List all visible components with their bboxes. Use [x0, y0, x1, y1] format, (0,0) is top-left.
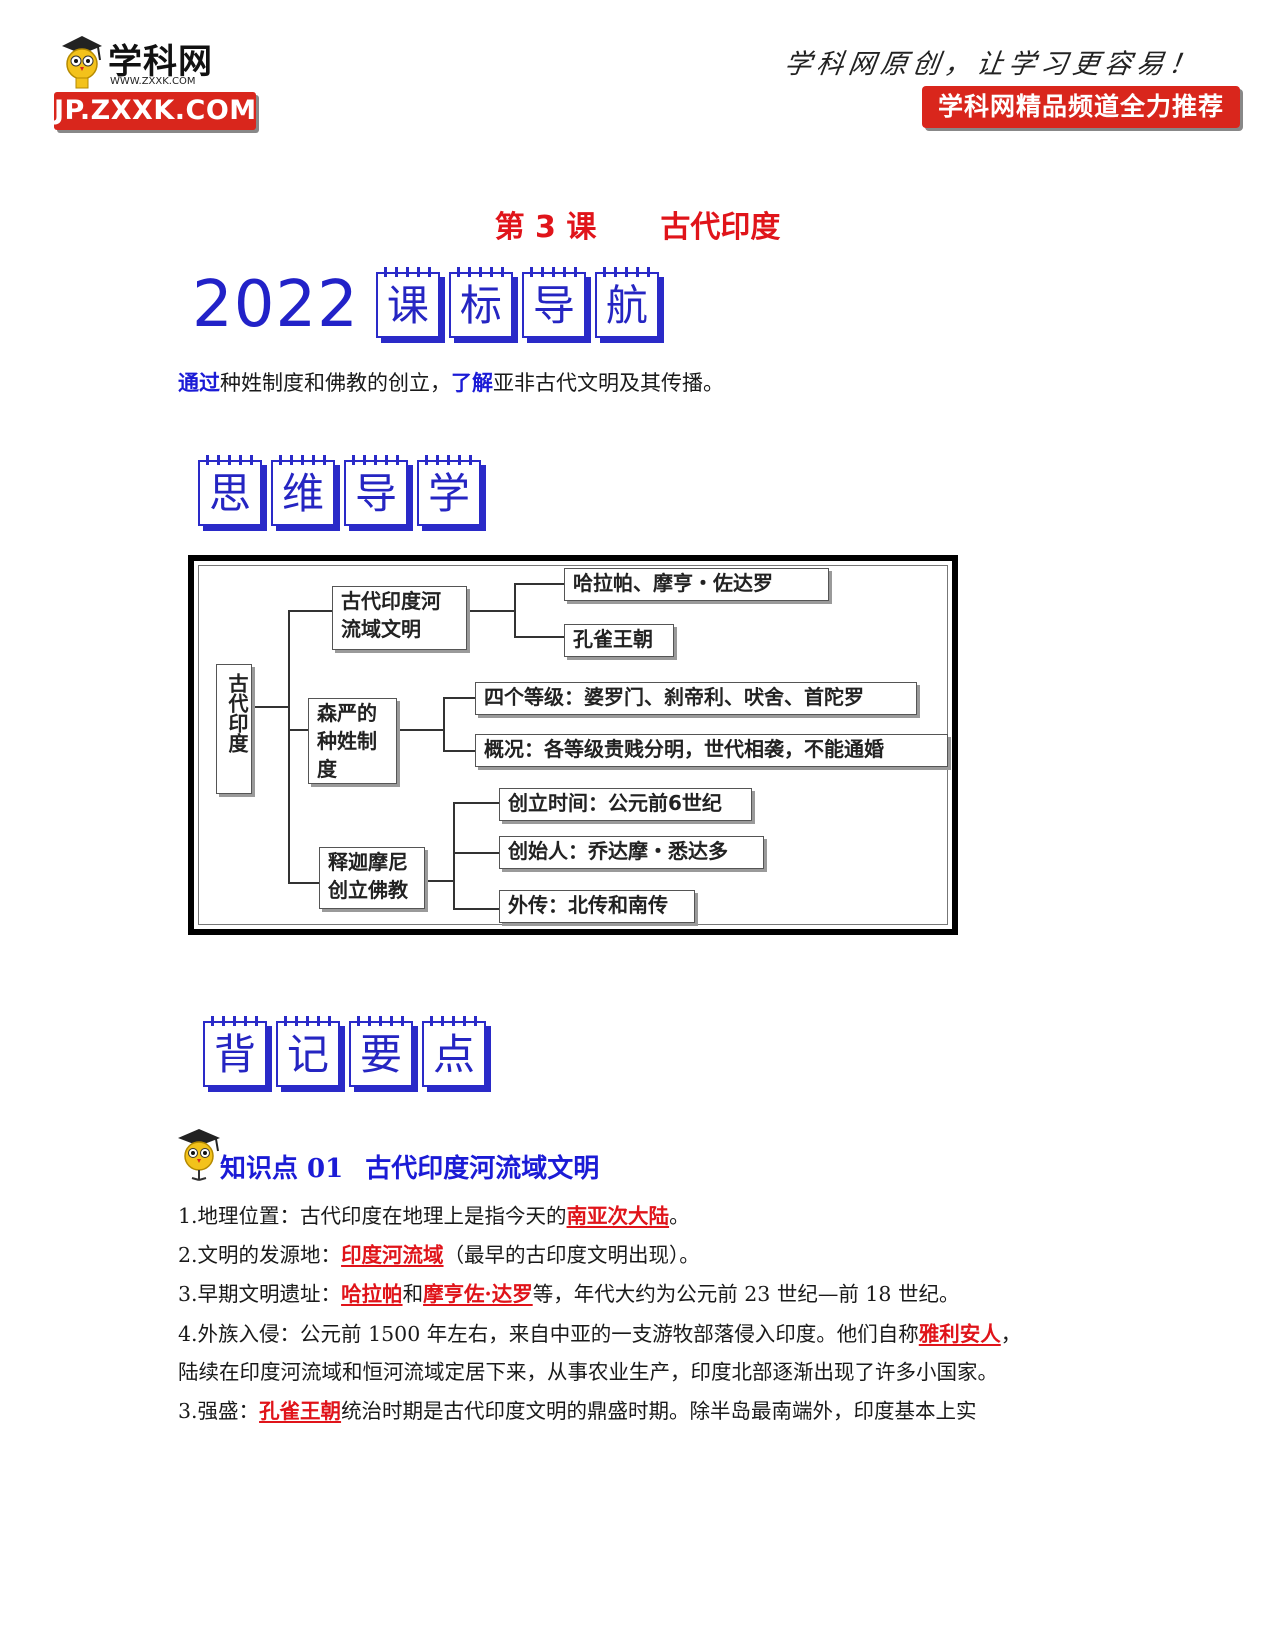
recommend-banner: 学科网精品频道全力推荐 [922, 86, 1240, 128]
mindmap-leaf: 孔雀王朝 [564, 624, 674, 657]
standard-text: 种姓制度和佛教的创立， [220, 371, 451, 395]
logo-domain-band: JP.ZXXK.COM [54, 92, 256, 130]
item-text: 统治时期是古代印度文明的鼎盛时期。除半岛最南端外，印度基本上实 [341, 1399, 977, 1423]
section-heading-curriculum: 2022 课 标 导 航 [192, 267, 659, 342]
section-heading-mindmap: 思 维 导 学 [198, 455, 481, 526]
item-text: 和 [402, 1282, 424, 1306]
heading-badge: 思 [198, 455, 262, 526]
logo-text: 学科网 [108, 42, 213, 82]
key-term: 南亚次大陆 [566, 1204, 670, 1228]
knowledge-item-2: 2.文明的发源地：印度河流域（最早的古印度文明出现）。 [178, 1241, 700, 1269]
owl-mascot-icon [178, 1129, 220, 1181]
logo-url: WWW.ZXXK.COM [110, 76, 196, 87]
mindmap-leaf: 概况：各等级贵贱分明，世代相袭，不能通婚 [475, 734, 948, 767]
heading-badge: 导 [521, 267, 586, 338]
mind-map: 古代印度 古代印度河流域文明 哈拉帕、摩亨・佐达罗 孔雀王朝 森严的种姓制度 四… [188, 555, 958, 935]
heading-badge: 航 [594, 267, 659, 338]
header-slogan: 学科网原创，让学习更容易！ [782, 49, 1203, 80]
knowledge-item-1: 1.地理位置：古代印度在地理上是指今天的南亚次大陆。 [178, 1202, 690, 1230]
page-title: 第 3 课 古代印度 [0, 202, 1275, 246]
heading-badge: 背 [203, 1016, 267, 1087]
key-term: 雅利安人 [918, 1322, 1001, 1346]
mindmap-leaf: 外传：北传和南传 [499, 890, 695, 923]
item-text: 2.文明的发源地： [178, 1243, 342, 1267]
mindmap-root: 古代印度 [216, 664, 252, 794]
heading-badge: 点 [422, 1016, 486, 1087]
item-text: ， [1000, 1322, 1022, 1346]
curriculum-standard: 通过种姓制度和佛教的创立，了解亚非古代文明及其传播。 [178, 368, 724, 398]
year-label: 2022 [192, 268, 359, 342]
knowledge-item-5: 3.强盛：孔雀王朝统治时期是古代印度文明的鼎盛时期。除半岛最南端外，印度基本上实 [178, 1397, 977, 1425]
lesson-number: 第 3 课 [494, 210, 597, 245]
mindmap-branch: 释迦摩尼创立佛教 [319, 847, 425, 909]
key-term: 孔雀王朝 [259, 1399, 342, 1423]
heading-badge: 标 [448, 267, 513, 338]
mindmap-leaf: 创立时间：公元前6世纪 [499, 788, 752, 821]
item-text: 。 [669, 1204, 690, 1228]
mindmap-branch: 古代印度河流域文明 [332, 586, 467, 650]
heading-badge: 课 [375, 267, 440, 338]
lesson-topic: 古代印度 [660, 210, 781, 245]
owl-mascot-icon [62, 36, 102, 89]
section-heading-keypoints: 背 记 要 点 [203, 1016, 486, 1087]
knowledge-item-4-cont: 陆续在印度河流域和恒河流域定居下来，从事农业生产，印度北部逐渐出现了许多小国家。 [178, 1360, 998, 1384]
site-logo[interactable]: 学科网 WWW.ZXXK.COM JP.ZXXK.COM [52, 30, 262, 135]
keyword: 通过 [178, 370, 220, 395]
item-text: （最早的古印度文明出现）。 [443, 1243, 700, 1267]
key-term: 摩亨佐·达罗 [423, 1282, 533, 1306]
mindmap-leaf: 哈拉帕、摩亨・佐达罗 [564, 568, 829, 601]
heading-badge: 导 [344, 455, 408, 526]
mindmap-leaf: 四个等级：婆罗门、刹帝利、吠舍、首陀罗 [475, 682, 917, 715]
knowledge-point-number: 知识点 01 [220, 1154, 344, 1184]
item-text: 3.强盛： [178, 1399, 260, 1423]
key-term: 哈拉帕 [341, 1282, 403, 1306]
knowledge-point-title: 古代印度河流域文明 [365, 1154, 600, 1184]
item-text: 1.地理位置：古代印度在地理上是指今天的 [178, 1204, 567, 1228]
key-term: 印度河流域 [341, 1243, 444, 1267]
heading-badge: 维 [271, 455, 335, 526]
heading-badge: 要 [349, 1016, 413, 1087]
knowledge-item-4: 4.外族入侵：公元前 1500 年左右，来自中亚的一支游牧部落侵入印度。他们自称… [178, 1320, 1021, 1348]
item-text: 3.早期文明遗址： [178, 1282, 342, 1306]
keyword: 了解 [451, 370, 493, 395]
item-text: 等，年代大约为公元前 23 世纪—前 18 世纪。 [532, 1282, 960, 1306]
heading-badge: 学 [417, 455, 481, 526]
knowledge-item-3: 3.早期文明遗址：哈拉帕和摩亨佐·达罗等，年代大约为公元前 23 世纪—前 18… [178, 1280, 959, 1308]
heading-badge: 记 [276, 1016, 340, 1087]
item-text: 4.外族入侵：公元前 1500 年左右，来自中亚的一支游牧部落侵入印度。他们自称 [178, 1322, 919, 1346]
mindmap-leaf: 创始人：乔达摩・悉达多 [499, 836, 764, 869]
standard-text: 亚非古代文明及其传播。 [493, 371, 724, 395]
mindmap-branch: 森严的种姓制度 [308, 698, 397, 784]
